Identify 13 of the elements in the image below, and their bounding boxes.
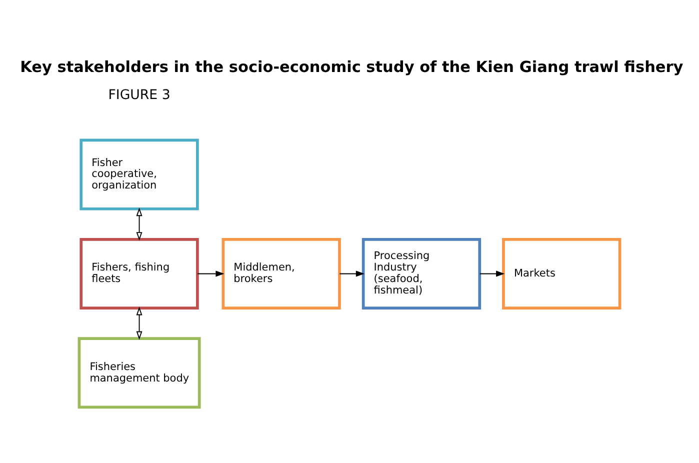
diagram-title: Key stakeholders in the socio-economic study of the Kien Giang trawl fishery [20, 57, 684, 76]
arrow [479, 270, 505, 276]
arrow [197, 270, 224, 276]
node-box: Middlemen, brokers [222, 237, 341, 309]
node-box: Fisheries management body [78, 336, 201, 408]
node-box: Processing Industry (seafood, fishmeal) [362, 237, 482, 309]
node-box: Fishers, fishing fleets [80, 237, 199, 309]
node-box: Fisher cooperative, organization [80, 138, 199, 210]
arrow [136, 206, 142, 240]
label: FIGURE 3 [108, 87, 170, 102]
node-box: Markets [502, 237, 622, 309]
arrow [136, 306, 142, 340]
arrow [339, 270, 364, 276]
